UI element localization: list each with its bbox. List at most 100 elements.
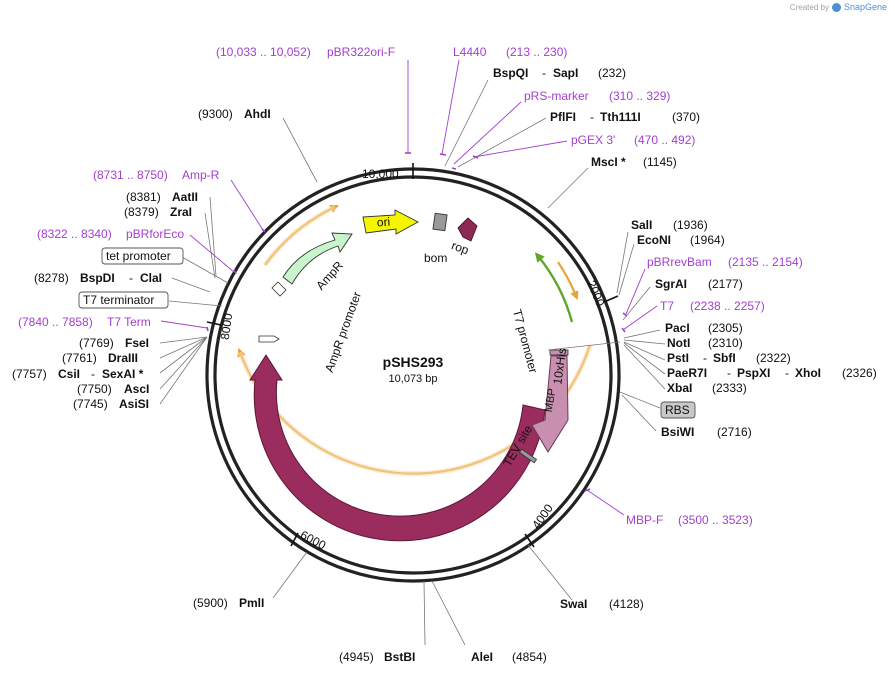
bom-feature[interactable] [432, 212, 448, 232]
site-sali-pos: (1936) [673, 218, 708, 232]
primer-labels: (10,033 .. 10,052) pBR322ori-F L4440 (21… [18, 45, 803, 527]
primer-mbp-f: MBP-F [626, 513, 663, 527]
site-bspdi: BspDI [80, 271, 115, 285]
site-aatii-pos: (8381) [126, 190, 161, 204]
site-pspxi-sep: - [785, 366, 789, 380]
his-tag-feature[interactable] [549, 349, 569, 356]
primer-amp-r-range: (8731 .. 8750) [93, 168, 168, 182]
site-bspqi-sep: - [542, 66, 546, 80]
site-sgrai: SgrAI [655, 277, 687, 291]
site-pflfi: PflFI [550, 110, 576, 124]
site-aatii: AatII [172, 190, 198, 204]
tick-label-2000: 2000 [584, 278, 607, 308]
site-ahdi: AhdI [244, 107, 271, 121]
primer-pgex3: pGEX 3' [571, 133, 615, 147]
primer-prs-marker-range: (310 .. 329) [609, 89, 670, 103]
site-csii: CsiI [58, 367, 80, 381]
t7-terminator-label: T7 terminator [83, 293, 154, 307]
site-asci: AscI [124, 382, 149, 396]
cas9-feature[interactable] [249, 354, 546, 542]
bom-label: bom [424, 251, 447, 265]
site-sapi: SapI [553, 66, 578, 80]
tet-promoter-label: tet promoter [106, 249, 171, 263]
primer-pbrrevbam: pBRrevBam [647, 255, 712, 269]
ampr-promoter-feature[interactable] [258, 335, 280, 343]
site-csii-sep: - [91, 367, 95, 381]
site-xhoi: XhoI [795, 366, 821, 380]
tick-4000 [524, 533, 535, 548]
rop-label: rop [450, 238, 471, 257]
primer-t7: T7 [660, 299, 674, 313]
site-xbai: XbaI [667, 381, 692, 395]
snapgene-logo-icon [831, 2, 841, 12]
site-pmli: PmlI [239, 596, 264, 610]
primer-pbr322ori-f: pBR322ori-F [327, 45, 395, 59]
site-asisi: AsiSI [119, 397, 149, 411]
mbp-label: MBP [543, 388, 559, 414]
site-csii-pos: (7757) [12, 367, 47, 381]
rbs-box [660, 401, 696, 419]
site-paer7i-sep: - [727, 366, 731, 380]
site-ahdi-pos: (9300) [198, 107, 233, 121]
site-fsei-pos: (7769) [79, 336, 114, 350]
primer-mbp-f-range: (3500 .. 3523) [678, 513, 753, 527]
tick-8000 [206, 321, 222, 326]
mbp-feature[interactable] [531, 355, 569, 453]
ori-feature[interactable] [362, 209, 419, 235]
primer-markers [206, 152, 628, 492]
boxed-features: tet promoter T7 terminator RBS [78, 247, 696, 419]
primer-t7-term-range: (7840 .. 7858) [18, 315, 93, 329]
site-paer7i: PaeR7I [667, 366, 707, 380]
primer-t7-term: T7 Term [107, 315, 151, 329]
cas9-label: Cas9 [348, 490, 379, 510]
site-fsei: FseI [125, 336, 149, 350]
tick-6000 [290, 532, 299, 547]
site-alei-pos: (4854) [512, 650, 547, 664]
site-asisi-pos: (7745) [73, 397, 108, 411]
site-noti-pos: (2310) [708, 336, 743, 350]
site-xbai-pos: (2333) [712, 381, 747, 395]
site-msci-pos: (1145) [643, 155, 677, 169]
site-sgrai-pos: (2177) [708, 277, 743, 291]
orf-arc-ampr [264, 204, 339, 266]
primer-pgex3-range: (470 .. 492) [634, 133, 695, 147]
primer-l4440: L4440 [453, 45, 487, 59]
site-paci: PacI [665, 321, 690, 335]
tick-marks [206, 163, 619, 548]
site-psti: PstI [667, 351, 689, 365]
site-noti: NotI [667, 336, 690, 350]
primer-pbrforeco-range: (8322 .. 8340) [37, 227, 112, 241]
tev-site-feature[interactable] [518, 448, 538, 464]
site-leader-lines [159, 79, 666, 646]
tet-promoter-box [101, 247, 184, 265]
site-alei: AleI [471, 650, 493, 664]
site-paci-pos: (2305) [708, 321, 743, 335]
site-econi: EcoNI [637, 233, 671, 247]
primer-amp-r: Amp-R [182, 168, 220, 182]
site-tth111i: Tth111I [600, 110, 641, 124]
primer-t7-range: (2238 .. 2257) [690, 299, 765, 313]
site-econi-pos: (1964) [690, 233, 725, 247]
plasmid-size: 10,073 bp [389, 373, 438, 385]
rbs-label: RBS [665, 403, 690, 417]
site-sali: SalI [631, 218, 652, 232]
site-msci: MscI * [591, 155, 626, 169]
primer-pbrforeco: pBRforEco [126, 227, 184, 241]
site-pflfi-pos: (370) [672, 110, 700, 124]
plasmid-name: pSHS293 [383, 354, 444, 370]
t7-terminator-box [78, 291, 169, 309]
ampr-label: AmpR [313, 258, 346, 292]
primer-pbrrevbam-range: (2135 .. 2154) [728, 255, 803, 269]
site-pflfi-sep: - [590, 110, 594, 124]
ampr-feature[interactable] [282, 232, 353, 285]
site-psti-pos: (2322) [756, 351, 791, 365]
ampr-promoter-label: AmpR promoter [322, 290, 364, 374]
site-zrai-pos: (8379) [124, 205, 159, 219]
ori-label: ori [376, 215, 390, 230]
site-pspxi: PspXI [737, 366, 770, 380]
site-zrai: ZraI [170, 205, 192, 219]
site-clai: ClaI [140, 271, 162, 285]
site-bspdi-sep: - [129, 271, 133, 285]
rop-feature[interactable] [457, 217, 478, 242]
